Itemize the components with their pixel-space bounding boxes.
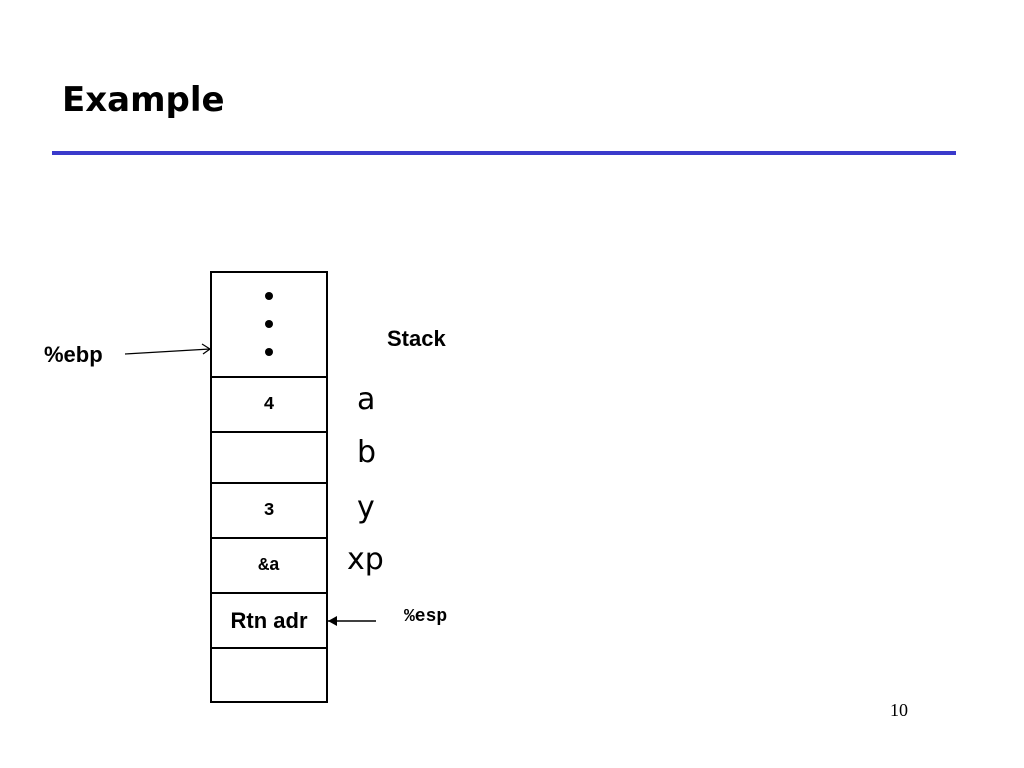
stack-cell-ellipsis xyxy=(212,273,326,378)
ebp-arrow xyxy=(124,343,212,355)
variable-label-y: y xyxy=(357,490,375,525)
ebp-label: %ebp xyxy=(44,342,103,367)
ellipsis-dots xyxy=(265,291,273,356)
esp-label: %esp xyxy=(404,607,448,627)
stack-cell-y: 3 xyxy=(212,484,326,539)
variable-label-a: a xyxy=(357,382,376,417)
stack-cell-xp: &a xyxy=(212,539,326,594)
esp-arrow xyxy=(328,616,376,626)
dot xyxy=(265,347,273,356)
stack-cell-value: 4 xyxy=(263,394,275,415)
title-underline xyxy=(52,151,956,155)
stack-cell-value: Rtn adr xyxy=(230,607,308,633)
stack-cell-value: &a xyxy=(258,555,280,576)
stack-diagram: 4 3 &a Rtn adr xyxy=(210,271,328,703)
page-number: 10 xyxy=(890,700,908,720)
variable-label-b: b xyxy=(357,435,377,470)
stack-cell-return-address: Rtn adr xyxy=(212,594,326,649)
stack-label: Stack xyxy=(387,326,446,351)
stack-cell-value: 3 xyxy=(263,500,275,521)
stack-cell-a: 4 xyxy=(212,378,326,433)
dot xyxy=(265,319,273,328)
stack-cell-empty xyxy=(212,649,326,703)
slide-title: Example xyxy=(62,80,225,120)
dot xyxy=(265,291,273,300)
stack-cell-b xyxy=(212,433,326,484)
variable-label-xp: xp xyxy=(347,542,384,577)
